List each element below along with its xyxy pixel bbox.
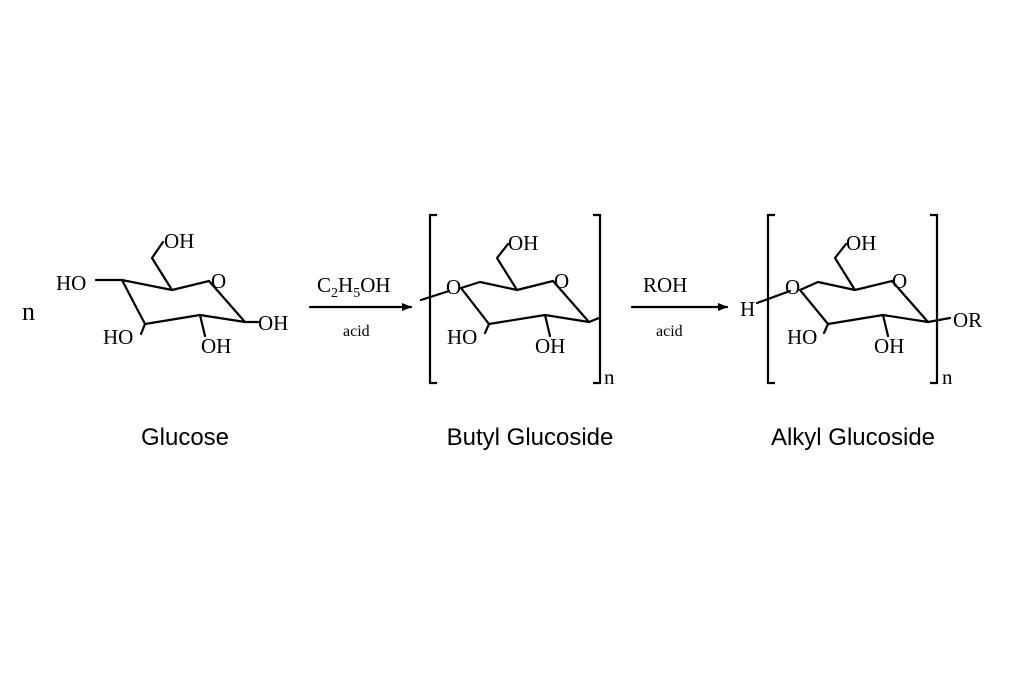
step2-condition: acid [656, 323, 683, 340]
butyl-ring [459, 279, 591, 326]
glucose-structure: OH O HO HO OH OH [56, 229, 288, 358]
butyl-end-bond [587, 316, 601, 324]
butyl-ring-o: O [554, 269, 569, 293]
butyl-c2-bond [543, 313, 552, 338]
alkyl-end-or: OR [953, 308, 982, 332]
alkyl-bonds [755, 242, 952, 338]
butyl-glucoside-structure: OH O O HO OH n [419, 213, 615, 389]
butyl-c3-bond [483, 322, 491, 335]
glucose-ring [120, 278, 247, 326]
butyl-c3-ho: HO [447, 325, 477, 349]
glucose-ring-o: O [211, 269, 226, 293]
alkyl-top-oh: OH [846, 231, 876, 255]
step1-arrow-group: C2H5OH acid [308, 273, 413, 340]
step1-reagent: C2H5OH [317, 273, 391, 301]
alkyl-end-h: H [740, 297, 755, 321]
glucose-c3-ho: HO [103, 325, 133, 349]
glucose-c2-oh: OH [201, 334, 231, 358]
butyl-link-o: O [446, 275, 461, 299]
butyl-bonds [419, 242, 601, 338]
alkyl-c2-oh: OH [874, 334, 904, 358]
step2-reagent: ROH [643, 273, 687, 297]
butyl-link-bond [419, 289, 451, 302]
alkyl-ch2oh-bond [833, 242, 857, 292]
alkyl-c3-ho: HO [787, 325, 817, 349]
butyl-c2-oh: OH [535, 334, 565, 358]
alkyl-glucoside-structure: H OH O O HO OH OR n [740, 213, 982, 389]
butyl-right-bracket [593, 213, 602, 385]
alkyl-right-bracket [930, 213, 939, 385]
glucose-top-oh: OH [164, 229, 194, 253]
butyl-left-bracket [428, 213, 437, 385]
glucose-c2-bond [198, 313, 207, 338]
butyl-ch2oh-bond [495, 242, 519, 292]
alkyl-c2-bond [881, 313, 890, 338]
alkyl-repeat-n: n [942, 365, 953, 389]
caption-glucose: Glucose [141, 424, 229, 451]
alkyl-link-bond [755, 289, 792, 305]
alkyl-end-bond [926, 316, 952, 324]
step1-condition: acid [343, 323, 370, 340]
coefficient-n: n [22, 297, 35, 326]
glucose-c4-ho: HO [56, 271, 86, 295]
caption-alkyl-glucoside: Alkyl Glucoside [771, 424, 935, 451]
alkyl-ring-o: O [892, 269, 907, 293]
glucose-bonds [94, 240, 260, 338]
glucose-ch2oh-bond [150, 240, 174, 292]
caption-butyl-glucoside: Butyl Glucoside [447, 424, 614, 451]
alkyl-c3-bond [822, 322, 830, 335]
alkyl-link-o: O [785, 275, 800, 299]
butyl-top-oh: OH [508, 231, 538, 255]
alkyl-ring [798, 279, 930, 326]
butyl-repeat-n: n [604, 365, 615, 389]
step2-arrow-group: ROH acid [630, 273, 729, 340]
glucose-c3-bond [139, 322, 147, 336]
glucose-c1-oh: OH [258, 311, 288, 335]
